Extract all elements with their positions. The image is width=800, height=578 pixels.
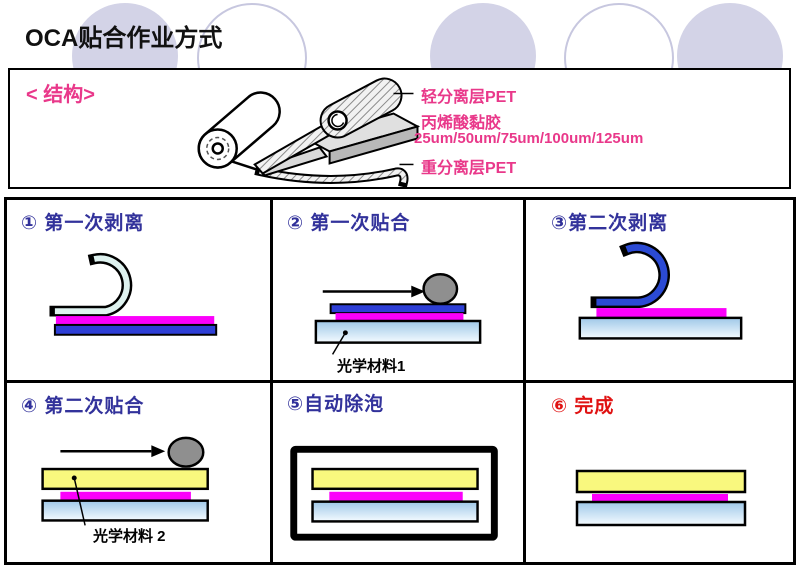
optical-substrate-1 xyxy=(578,316,743,340)
annotation-light-release-pet: 轻分离层PET xyxy=(421,89,517,106)
oca-film-roll-illustration xyxy=(197,77,421,187)
structure-label: < 结构> xyxy=(26,84,95,106)
annotation-thickness-options: 25um/50um/75um/100um/125um xyxy=(414,130,644,147)
panel-2-title: ② 第一次贴合 xyxy=(287,213,411,234)
optical-material-2-caption: 光学材料 2 xyxy=(93,528,166,545)
process-grid: ① 第一次剥离 ② 第一次贴合 光学材料1 xyxy=(4,197,796,565)
oca-adhesive-layer xyxy=(329,491,463,501)
optical-substrate-1 xyxy=(41,499,209,522)
structure-box: < 结构> 轻分离层PET 丙烯酸黏胶 25um/50um/75um/100um… xyxy=(8,68,791,189)
oca-adhesive-layer xyxy=(335,313,464,321)
optical-substrate-1 xyxy=(311,500,479,523)
oca-adhesive-layer xyxy=(592,494,728,502)
panel-step-3-second-peel: ③第二次剥离 xyxy=(526,200,793,383)
panel-1-title: ① 第一次剥离 xyxy=(21,213,145,234)
optical-substrate-1 xyxy=(314,319,482,344)
optical-substrate-1 xyxy=(575,500,747,527)
panel-3-title: ③第二次剥离 xyxy=(551,213,669,234)
oca-adhesive-layer xyxy=(60,491,191,501)
annotation-heavy-release-pet: 重分离层PET xyxy=(421,160,517,177)
carrier-film-layer xyxy=(53,323,218,336)
panel-step-1-first-peel: ① 第一次剥离 xyxy=(7,200,273,383)
optical-material-2-layer xyxy=(311,467,479,491)
oca-adhesive-layer xyxy=(55,316,215,325)
panel-4-title: ④ 第二次贴合 xyxy=(21,396,145,417)
lamination-roller xyxy=(422,273,459,306)
panel-step-5-autoclave: ⑤自动除泡 xyxy=(273,383,526,562)
panel-5-title: ⑤自动除泡 xyxy=(287,394,385,415)
carrier-film-layer xyxy=(329,303,467,315)
optical-material-2-layer xyxy=(575,469,747,494)
leader-line xyxy=(73,477,86,526)
optical-material-1-caption: 光学材料1 xyxy=(337,358,406,375)
panel-step-2-first-lamination: ② 第一次贴合 光学材料1 xyxy=(273,200,526,383)
optical-material-2-layer xyxy=(41,467,209,491)
lamination-roller xyxy=(167,436,205,468)
panel-6-title: ⑥ 完成 xyxy=(551,396,615,417)
leader-line xyxy=(331,332,347,355)
panel-step-4-second-lamination: ④ 第二次贴合 光学材料 2 xyxy=(7,383,273,562)
annotation-acrylic-adhesive: 丙烯酸黏胶 xyxy=(421,115,502,132)
panel-step-6-complete: ⑥ 完成 xyxy=(526,383,793,562)
oca-adhesive-layer xyxy=(596,308,727,318)
slide-title: OCA贴合作业方式 xyxy=(25,25,223,52)
